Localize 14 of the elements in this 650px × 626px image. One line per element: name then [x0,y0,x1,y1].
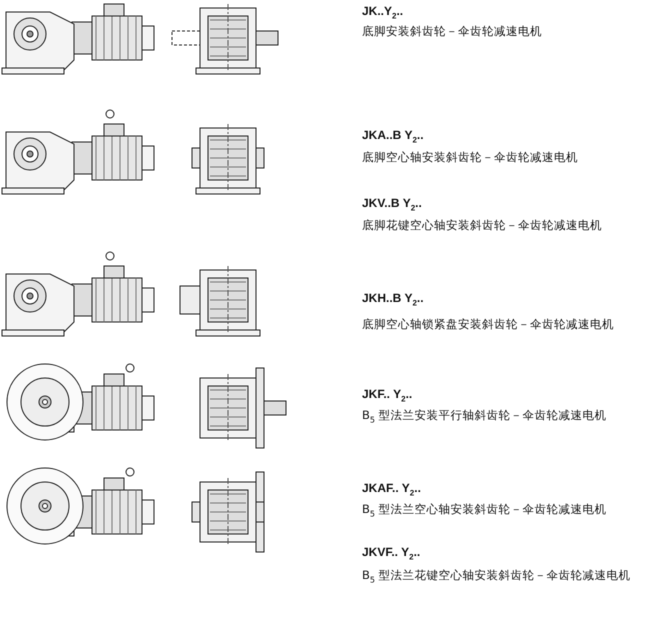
model-code: JKA..B Y$_{2}$.. [362,128,424,146]
model-code: JKH..B Y$_{2}$.. [362,291,424,310]
model-description: B$_{5}$ 型法兰安装平行轴斜齿轮－伞齿轮减速电机 [362,408,607,426]
model-code: JKVF.. Y$_{2}$.. [362,545,420,564]
model-code: JKV..B Y$_{2}$.. [362,196,422,214]
model-code: JK..Y$_{2}$.. [362,4,404,22]
model-description: 底脚安装斜齿轮－伞齿轮减速电机 [362,24,542,38]
model-description: 底脚花键空心轴安装斜齿轮－伞齿轮减速电机 [362,218,602,232]
model-description: B$_{5}$ 型法兰花键空心轴安装斜齿轮－伞齿轮减速电机 [362,568,631,586]
model-code: JKAF.. Y$_{2}$.. [362,481,421,500]
model-description: 底脚空心轴安装斜齿轮－伞齿轮减速电机 [362,150,578,164]
model-description: 底脚空心轴锁紧盘安装斜齿轮－伞齿轮减速电机 [362,317,614,331]
model-description: B$_{5}$ 型法兰空心轴安装斜齿轮－伞齿轮减速电机 [362,502,607,520]
model-code: JKF.. Y$_{2}$.. [362,387,412,406]
